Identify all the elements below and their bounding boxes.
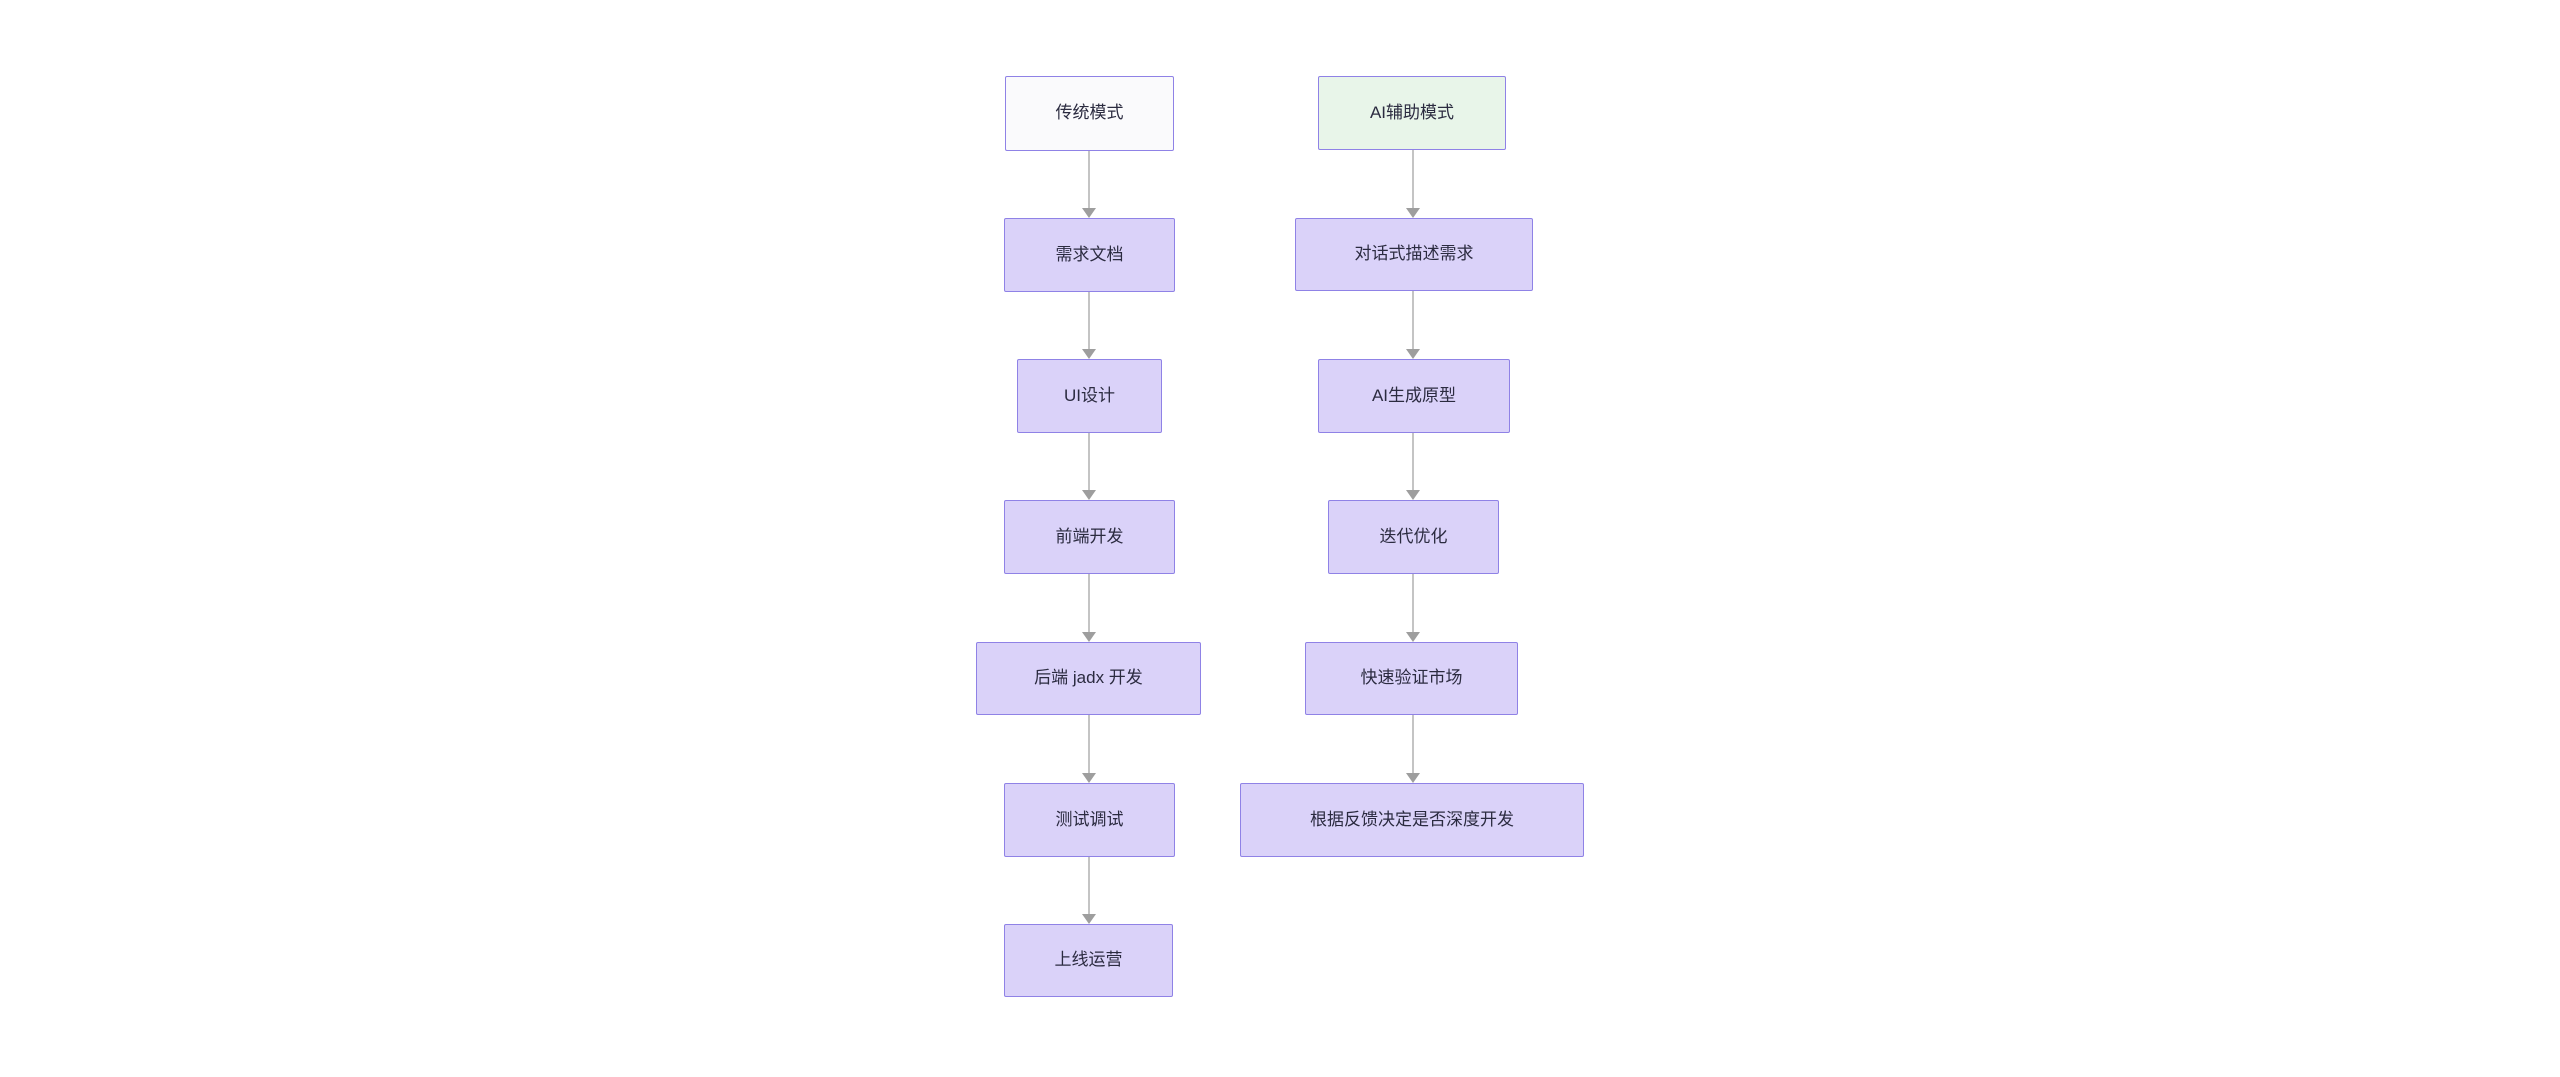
arrow-traditional-1 bbox=[1081, 151, 1097, 218]
arrow-line bbox=[1412, 150, 1414, 210]
arrow-head-icon bbox=[1082, 208, 1096, 218]
node-label: 前端开发 bbox=[1055, 526, 1124, 546]
arrow-ai-2 bbox=[1405, 291, 1421, 359]
arrow-head-icon bbox=[1082, 773, 1096, 783]
arrow-head-icon bbox=[1082, 914, 1096, 924]
node-launch-operate: 上线运营 bbox=[1004, 924, 1173, 997]
node-label: AI生成原型 bbox=[1371, 385, 1457, 405]
arrow-line bbox=[1088, 857, 1090, 916]
node-label: 对话式描述需求 bbox=[1354, 244, 1474, 264]
arrow-head-icon bbox=[1406, 632, 1420, 642]
node-label: AI辅助模式 bbox=[1369, 102, 1455, 122]
node-traditional-mode: 传统模式 bbox=[1005, 76, 1174, 151]
arrow-head-icon bbox=[1406, 208, 1420, 218]
arrow-head-icon bbox=[1406, 490, 1420, 500]
arrow-line bbox=[1412, 715, 1414, 775]
arrow-traditional-6 bbox=[1081, 857, 1097, 924]
node-label: UI设计 bbox=[1064, 385, 1115, 405]
arrow-head-icon bbox=[1082, 349, 1096, 359]
node-label: 迭代优化 bbox=[1379, 526, 1448, 546]
arrow-traditional-2 bbox=[1081, 292, 1097, 359]
node-iterative-optimization: 迭代优化 bbox=[1328, 500, 1499, 574]
arrow-line bbox=[1088, 151, 1090, 210]
arrow-ai-1 bbox=[1405, 150, 1421, 218]
arrow-head-icon bbox=[1406, 349, 1420, 359]
node-label: 后端 jadx 开发 bbox=[1034, 668, 1143, 688]
node-feedback-decision: 根据反馈决定是否深度开发 bbox=[1240, 783, 1584, 857]
arrow-ai-5 bbox=[1405, 715, 1421, 783]
arrow-head-icon bbox=[1082, 490, 1096, 500]
node-label: 快速验证市场 bbox=[1360, 668, 1463, 688]
node-ui-design: UI设计 bbox=[1017, 359, 1162, 433]
node-label: 测试调试 bbox=[1055, 809, 1124, 829]
arrow-traditional-5 bbox=[1081, 715, 1097, 783]
node-frontend-dev: 前端开发 bbox=[1004, 500, 1175, 574]
node-conversational-requirements: 对话式描述需求 bbox=[1295, 218, 1533, 291]
arrow-traditional-4 bbox=[1081, 574, 1097, 642]
node-ai-assisted-mode: AI辅助模式 bbox=[1318, 76, 1506, 150]
node-test-debug: 测试调试 bbox=[1004, 783, 1175, 857]
node-label: 根据反馈决定是否深度开发 bbox=[1310, 809, 1514, 829]
node-label: 上线运营 bbox=[1054, 950, 1123, 970]
node-requirements-doc: 需求文档 bbox=[1004, 218, 1175, 292]
arrow-head-icon bbox=[1406, 773, 1420, 783]
node-ai-generate-prototype: AI生成原型 bbox=[1318, 359, 1510, 433]
arrow-line bbox=[1412, 291, 1414, 351]
node-backend-jadx-dev: 后端 jadx 开发 bbox=[976, 642, 1201, 715]
arrow-line bbox=[1088, 292, 1090, 351]
arrow-line bbox=[1412, 574, 1414, 634]
arrow-ai-4 bbox=[1405, 574, 1421, 642]
arrow-ai-3 bbox=[1405, 433, 1421, 500]
arrow-line bbox=[1412, 433, 1414, 492]
node-label: 传统模式 bbox=[1055, 103, 1124, 123]
arrow-head-icon bbox=[1082, 632, 1096, 642]
node-label: 需求文档 bbox=[1055, 244, 1124, 264]
arrow-traditional-3 bbox=[1081, 433, 1097, 500]
arrow-line bbox=[1088, 715, 1090, 775]
arrow-line bbox=[1088, 433, 1090, 492]
node-rapid-market-validation: 快速验证市场 bbox=[1305, 642, 1518, 715]
arrow-line bbox=[1088, 574, 1090, 634]
